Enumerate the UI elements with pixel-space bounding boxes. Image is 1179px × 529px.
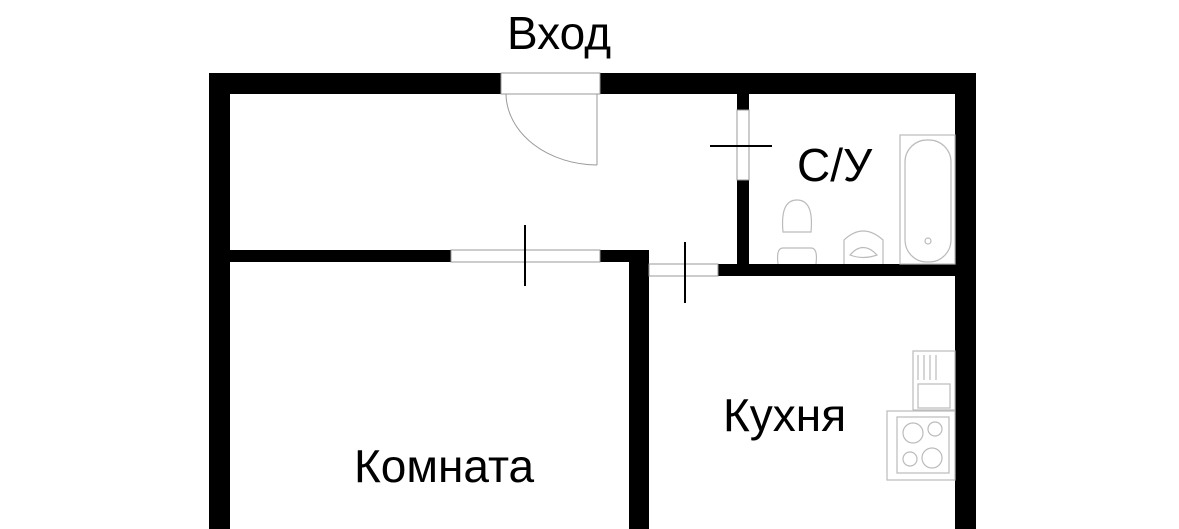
- outer-wall-top-right: [600, 73, 976, 94]
- room-kitchen-divider: [629, 250, 649, 529]
- bathroom-wall-upper: [737, 94, 749, 110]
- walls: [209, 73, 976, 529]
- kitchen-doorway: [648, 263, 719, 277]
- kitchen-label: Кухня: [723, 389, 847, 441]
- bathtub-icon: [899, 134, 956, 265]
- toilet-icon: [776, 199, 818, 265]
- openings: [450, 72, 750, 277]
- entrance-door-swing: [505, 93, 598, 166]
- stove-icon: [886, 410, 956, 481]
- fixtures: [776, 134, 956, 481]
- outer-wall-top-left: [209, 73, 501, 94]
- entrance-label: Вход: [507, 7, 612, 59]
- room-label: Комната: [354, 440, 535, 492]
- outer-wall-right: [955, 73, 976, 529]
- room-wall-top: [230, 250, 451, 262]
- kitchen-sink-icon: [912, 350, 956, 411]
- kitchen-wall-top: [718, 264, 956, 276]
- door-markers: [524, 145, 772, 303]
- bathroom-wall-lower: [737, 180, 749, 270]
- outer-wall-left: [209, 73, 230, 529]
- sink-icon: [843, 230, 884, 264]
- bathroom-label: С/У: [797, 139, 873, 191]
- entrance-door-frame: [500, 72, 601, 95]
